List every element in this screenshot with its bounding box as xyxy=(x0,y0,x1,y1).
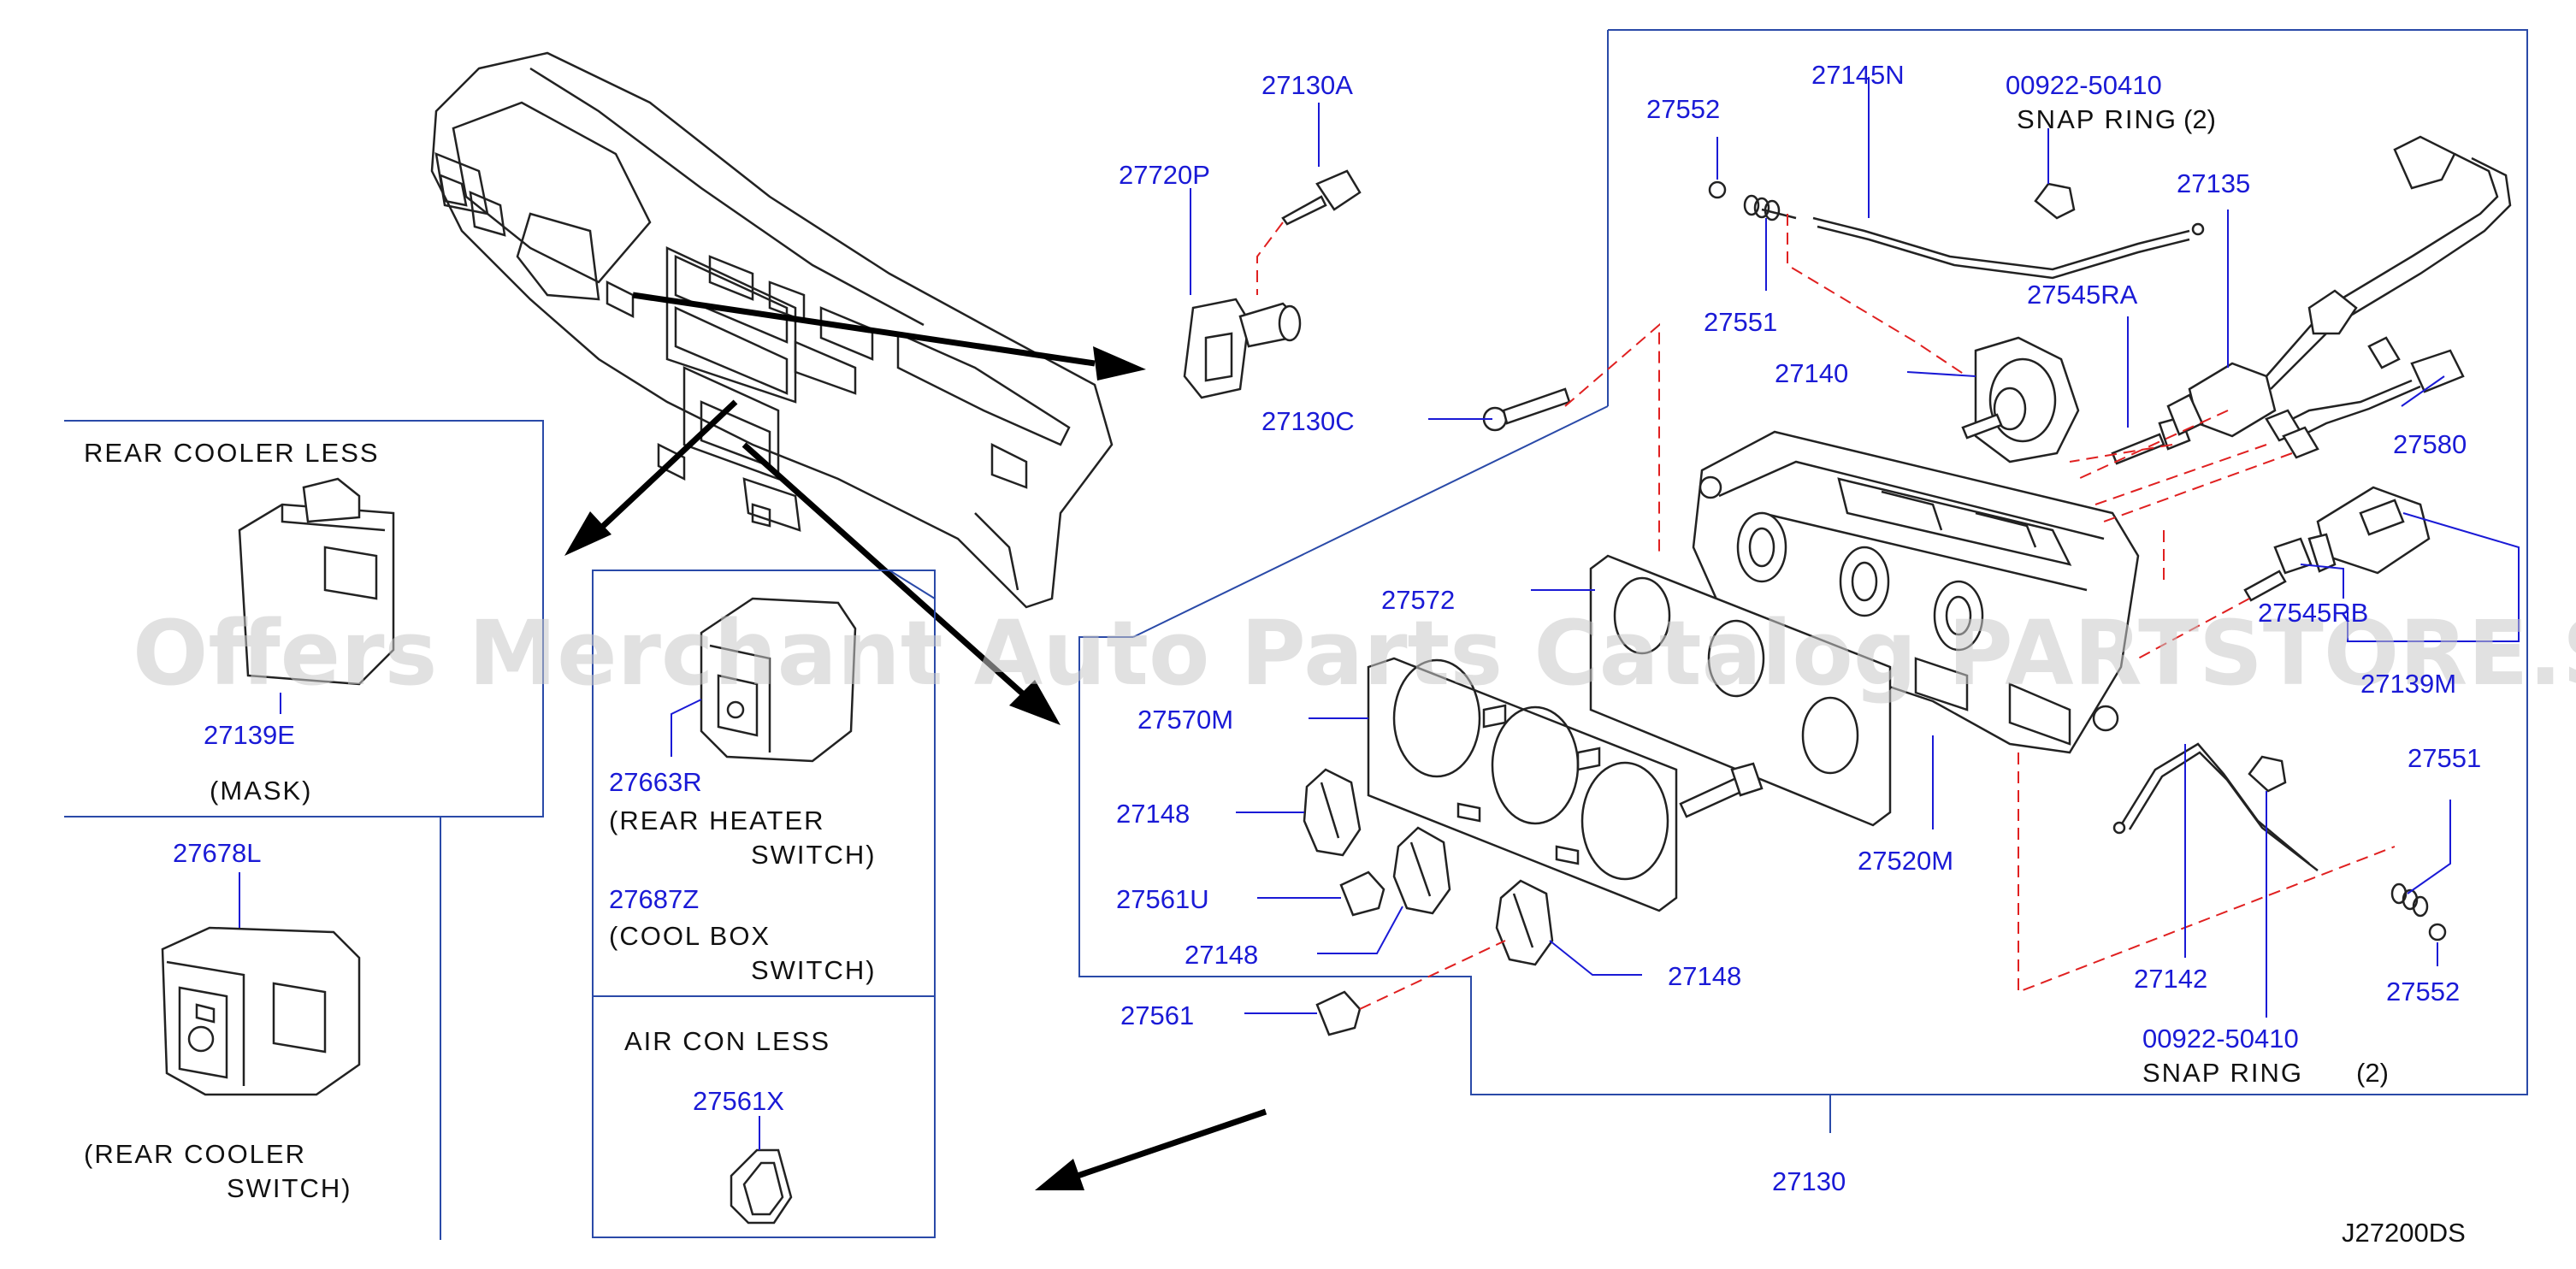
part-27139E-mask xyxy=(238,477,395,686)
note-rear-cooler-switch-2: SWITCH) xyxy=(227,1173,352,1203)
note-snap-ring-top: SNAP RING xyxy=(2017,104,2177,134)
label-27551-top[interactable]: 27551 xyxy=(1704,307,1777,337)
note-cool-box-switch-1: (COOL BOX xyxy=(609,921,771,951)
label-27140[interactable]: 27140 xyxy=(1775,358,1848,388)
inset-boxes xyxy=(64,420,936,1240)
part-27720P-bracket xyxy=(1183,298,1302,399)
note-labels: SNAP RING (2) SNAP RING (2) REAR COOLER … xyxy=(84,104,2466,1248)
part-27148-knob-a xyxy=(1303,768,1362,857)
part-27572-plate xyxy=(1589,554,1892,827)
label-27552-bottom[interactable]: 27552 xyxy=(2386,977,2460,1006)
label-27678L[interactable]: 27678L xyxy=(173,838,261,868)
part-27580-harness xyxy=(2265,349,2465,459)
label-27135[interactable]: 27135 xyxy=(2177,168,2250,198)
part-27545RB-shaft xyxy=(2243,537,2313,602)
part-27145N-cable xyxy=(1761,208,2205,280)
label-27145N[interactable]: 27145N xyxy=(1811,60,1905,90)
label-27551-bottom[interactable]: 27551 xyxy=(2408,743,2481,773)
label-27148-b[interactable]: 27148 xyxy=(1185,940,1258,970)
part-27552-cap-top xyxy=(1708,180,1727,199)
label-27148-c[interactable]: 27148 xyxy=(1668,961,1741,991)
label-27580[interactable]: 27580 xyxy=(2393,429,2467,459)
assembly-dashed-lines xyxy=(1359,214,2396,1010)
label-27570M[interactable]: 27570M xyxy=(1137,705,1233,735)
part-27135-switch xyxy=(2166,135,2512,438)
part-27139M-switch xyxy=(2307,486,2431,575)
note-snap-ring-top-qty: (2) xyxy=(2183,104,2216,134)
label-27142[interactable]: 27142 xyxy=(2134,964,2207,994)
label-27552-top[interactable]: 27552 xyxy=(1646,94,1720,124)
part-27663R-switch xyxy=(700,597,857,763)
label-27130A[interactable]: 27130A xyxy=(1261,70,1353,100)
part-00922-snap-ring-top xyxy=(2034,182,2076,220)
part-27551-spring-top xyxy=(1743,194,1781,221)
label-27545RB[interactable]: 27545RB xyxy=(2258,598,2368,628)
part-27678L-switch xyxy=(161,926,361,1096)
part-27148-knob-c xyxy=(1495,879,1554,966)
note-cool-box-switch-2: SWITCH) xyxy=(751,955,877,985)
part-27148-knob-b xyxy=(1392,826,1451,915)
note-rear-cooler-less: REAR COOLER LESS xyxy=(84,438,380,468)
label-27130C[interactable]: 27130C xyxy=(1261,406,1355,436)
label-27148-a[interactable]: 27148 xyxy=(1116,799,1190,829)
knob-shaft xyxy=(1679,762,1764,818)
note-air-con-less: AIR CON LESS xyxy=(624,1026,830,1056)
diagram-code: J27200DS xyxy=(2342,1218,2466,1248)
label-27572[interactable]: 27572 xyxy=(1381,585,1455,615)
callout-arrows xyxy=(564,292,1267,1190)
watermark: Offers Merchant Auto Parts Catalog PARTS… xyxy=(133,601,2576,705)
dashboard-illustration xyxy=(430,51,1114,609)
part-27570M-finisher xyxy=(1367,657,1678,912)
part-27551-spring-bottom xyxy=(2390,882,2429,918)
label-27545RA[interactable]: 27545RA xyxy=(2027,280,2138,310)
note-rear-heater-switch-2: SWITCH) xyxy=(751,840,877,870)
note-rear-heater-switch-1: (REAR HEATER xyxy=(609,806,825,835)
note-snap-ring-bottom-qty: (2) xyxy=(2356,1058,2389,1088)
leader-lines xyxy=(239,77,2520,1150)
note-snap-ring-bottom: SNAP RING xyxy=(2142,1058,2303,1088)
label-27561U[interactable]: 27561U xyxy=(1116,884,1209,914)
label-27720P[interactable]: 27720P xyxy=(1119,160,1210,190)
part-27552-cap-bottom xyxy=(2428,923,2447,941)
label-00922-bottom[interactable]: 00922-50410 xyxy=(2142,1024,2299,1054)
label-27561X[interactable]: 27561X xyxy=(693,1086,784,1116)
label-27520M[interactable]: 27520M xyxy=(1858,846,1953,876)
label-27130[interactable]: 27130 xyxy=(1772,1166,1846,1196)
part-27561X-insert xyxy=(730,1148,793,1225)
label-27687Z[interactable]: 27687Z xyxy=(609,884,699,914)
label-27139M[interactable]: 27139M xyxy=(2360,669,2456,699)
part-27140-blower-switch xyxy=(1961,336,2080,463)
part-27130C-screw xyxy=(1482,387,1571,432)
note-mask: (MASK) xyxy=(210,776,313,806)
label-27663R[interactable]: 27663R xyxy=(609,767,702,797)
assembly-27130-frame xyxy=(1078,29,2528,1133)
label-27561[interactable]: 27561 xyxy=(1120,1000,1194,1030)
part-27561-clip xyxy=(1315,990,1362,1036)
part-27142-cable xyxy=(2112,742,2319,871)
label-00922-top[interactable]: 00922-50410 xyxy=(2006,70,2162,100)
part-00922-snap-ring-bottom xyxy=(2248,755,2287,793)
part-27130A-screw xyxy=(1256,169,1362,295)
part-number-labels: 27130A 27720P 27130C 27552 27145N 00922-… xyxy=(173,60,2481,1196)
label-27139E[interactable]: 27139E xyxy=(204,720,295,750)
note-rear-cooler-switch-1: (REAR COOLER xyxy=(84,1139,306,1169)
part-27561U-clip xyxy=(1339,871,1385,917)
